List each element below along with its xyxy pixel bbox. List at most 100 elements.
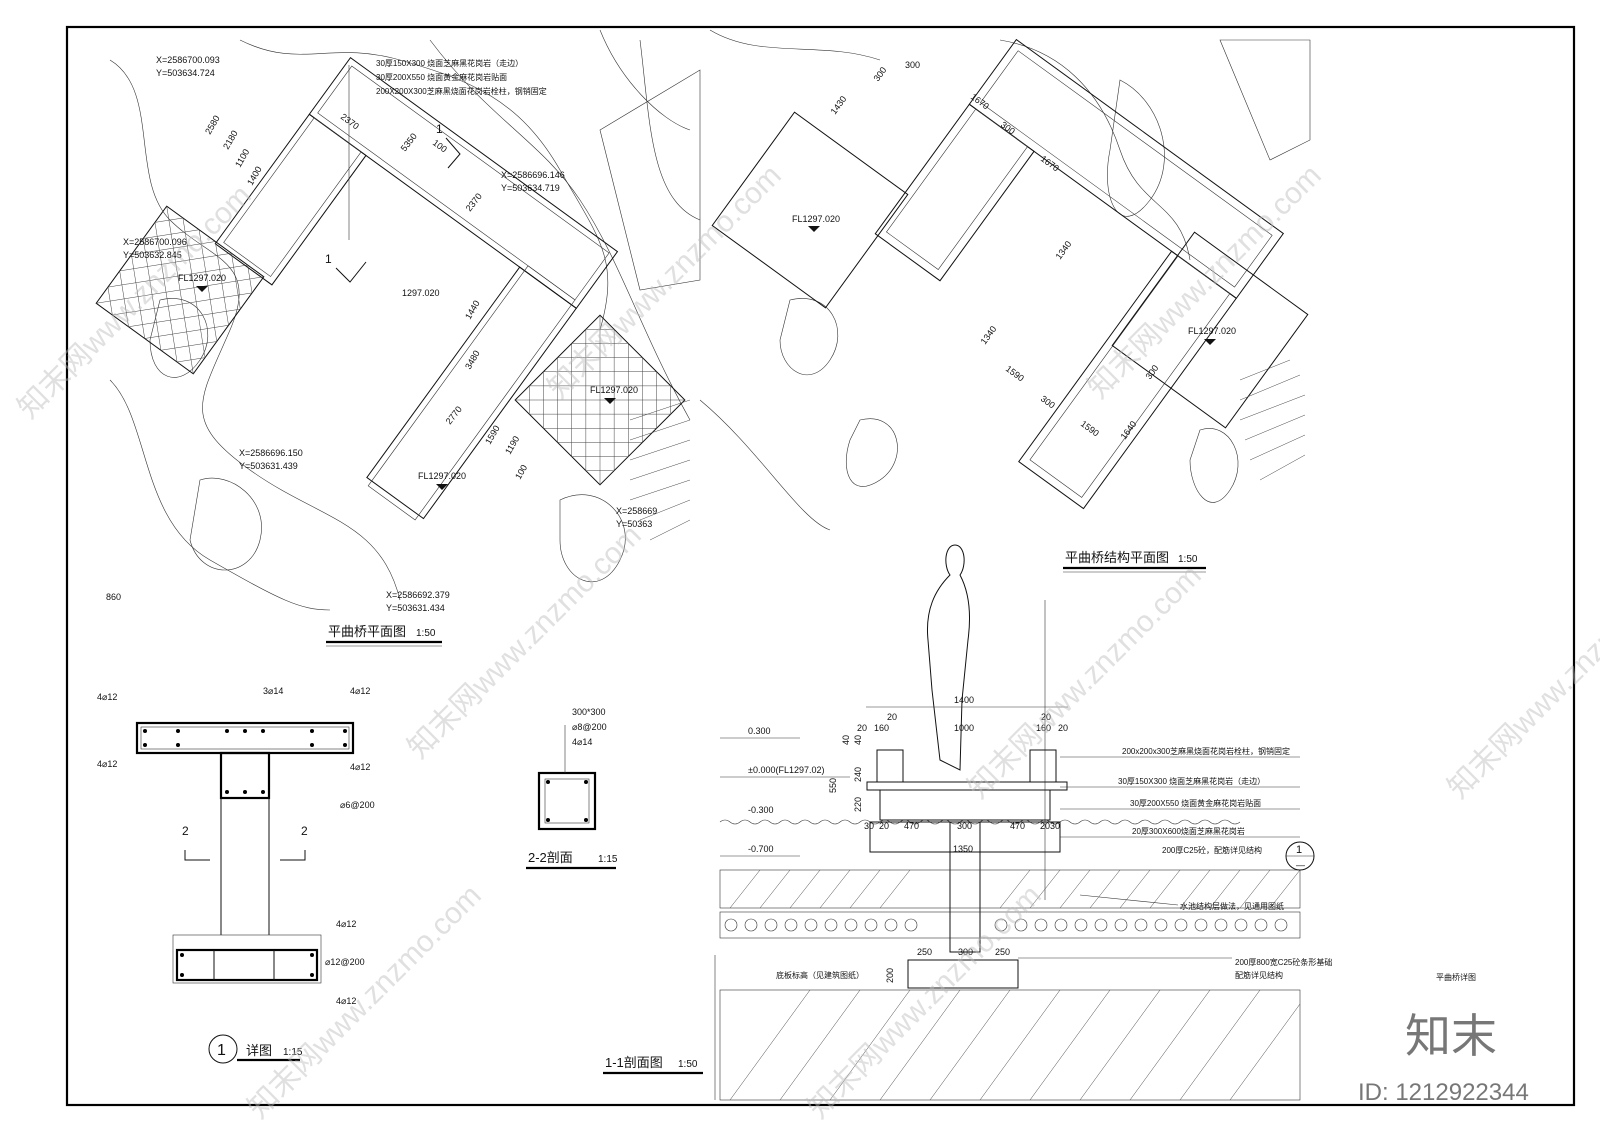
detail-label-0: 4⌀12	[97, 692, 117, 702]
level-marker-icon	[436, 484, 448, 490]
level-marker-icon	[808, 226, 820, 232]
plan-note-1: 30厚200X550 烧面黄金麻花岗岩贴面	[376, 72, 507, 82]
sec11-dim-22: 300	[958, 947, 973, 957]
sec11-dim-13: 30	[864, 821, 874, 831]
watermark-text: 知末网www.znzmo.com	[962, 559, 1208, 805]
struct-dim-0: 300	[872, 65, 889, 83]
plan-level-3: FL1297.020	[418, 471, 466, 481]
plan-dim-5: 5350	[399, 131, 419, 153]
sec11-dim-8: 40	[841, 735, 851, 745]
sec11-dim-0: 1400	[954, 695, 974, 705]
sec11-note-7: 配筋详见结构	[1235, 970, 1283, 980]
detail-cut-right: 2	[301, 824, 308, 838]
sec11-level-3: -0.700	[748, 844, 774, 854]
plan-dim-3: 1400	[245, 165, 264, 187]
plan-dim-7: 2370	[464, 191, 484, 213]
sec11-note-3: 20厚300X600烧面芝麻黑花岗岩	[1132, 826, 1245, 836]
sec11-note-5: 水池结构层做法，见通用图纸	[1180, 901, 1284, 911]
coord-x-3: X=2586696.150	[239, 448, 303, 458]
struct-dim-9: 300	[1039, 394, 1057, 411]
struct-dim-10: 1590	[1079, 419, 1101, 439]
level-marker-icon	[196, 286, 208, 292]
detail-number: 1	[217, 1042, 226, 1059]
plan-dim-4: 2370	[339, 112, 361, 132]
plan-dim-1: 2180	[221, 129, 240, 151]
sec11-note-1: 30厚150X300 烧面芝麻黑花岗岩（走边）	[1118, 776, 1265, 786]
detail-label-5: ⌀6@200	[340, 800, 375, 810]
struct-scale: 1:50	[1178, 554, 1198, 565]
plan-note-0: 30厚150X300 烧面芝麻黑花岗岩（走边）	[376, 58, 523, 68]
sec11-dim-10: 240	[853, 767, 863, 782]
level-marker-icon	[1204, 339, 1216, 345]
watermark-text: 知末网www.znzmo.com	[242, 879, 488, 1125]
detail-1-view: 2 2 4⌀12 3⌀14 4⌀12 4⌀12 4⌀12 ⌀6@200 4⌀12…	[97, 686, 375, 1064]
sec11-note-0: 200x200x300芝麻黑烧面花岗岩栓柱，钢销固定	[1122, 746, 1290, 756]
detail-label-8: 4⌀12	[336, 996, 356, 1006]
struct-dim-8: 1590	[1004, 364, 1026, 384]
coord-y-0: Y=503634.724	[156, 68, 215, 78]
sec11-note-4: 200厚C25砼，配筋详见结构	[1162, 845, 1262, 855]
struct-dim-6: 1340	[1054, 239, 1074, 261]
structure-plan-view: 300 300 1430 1670 300 1670 1340 1340 159…	[599, 29, 1311, 573]
sec11-dim-14: 20	[879, 821, 889, 831]
sec11-level-1: ±0.000(FL1297.02)	[748, 765, 825, 775]
plan-dim-9: 3480	[463, 349, 482, 371]
sec11-level-2: -0.300	[748, 805, 774, 815]
coord-x-5: X=258669	[616, 506, 657, 516]
sec11-scale: 1:50	[678, 1059, 698, 1070]
sec11-dim-12: 550	[828, 778, 838, 793]
plan-dim-6: 100	[431, 138, 449, 155]
plan-level-2: FL1297.020	[590, 385, 638, 395]
plan-dim-14: 860	[106, 592, 121, 602]
plan-dim-12: 1190	[503, 434, 521, 456]
sec11-dim-3: 1000	[954, 723, 974, 733]
sec11-dim-9: 40	[853, 735, 863, 745]
watermark-text: 知末网www.znzmo.com	[1082, 159, 1328, 405]
struct-dim-7: 1340	[979, 324, 999, 346]
watermark-text: 知末网www.znzmo.com	[802, 879, 1048, 1125]
sec11-dim-1: 20	[857, 723, 867, 733]
struct-dim-4: 300	[999, 120, 1017, 137]
sec11-note-8: 底板标高（见建筑图纸）	[776, 970, 864, 980]
image-id: ID: 1212922344	[1358, 1079, 1529, 1106]
sec11-dim-17: 470	[1010, 821, 1025, 831]
sec22-label-2: 4⌀14	[572, 737, 592, 747]
struct-dim-2: 1430	[829, 94, 849, 116]
struct-dim-5: 1670	[1039, 154, 1061, 174]
coord-x-4: X=2586692.379	[386, 590, 450, 600]
sec11-dim-19: 30	[1050, 821, 1060, 831]
watermark-text: 知末网www.znzmo.com	[1442, 559, 1600, 805]
sec11-note-2: 30厚200X550 烧面黄金麻花岗岩贴面	[1130, 798, 1261, 808]
sheet-frame	[65, 25, 1576, 1107]
sec11-level-0: 0.300	[748, 726, 771, 736]
struct-level-0: FL1297.020	[792, 214, 840, 224]
plan-dim-2: 1100	[233, 147, 251, 169]
sec11-title: 1-1剖面图	[605, 1055, 663, 1070]
plan-note-2: 200X200X300芝麻黑烧面花岗岩栓柱，钢销固定	[376, 86, 547, 96]
detail-label-7: ⌀12@200	[325, 957, 365, 967]
sec22-scale: 1:15	[598, 854, 618, 865]
plan-dim-8: 1440	[463, 299, 482, 321]
sec22-title: 2-2剖面	[528, 850, 573, 865]
plan-title: 平曲桥平面图	[328, 624, 406, 639]
plan-view: X=2586700.093 Y=503634.724 X=2586696.146…	[95, 29, 701, 647]
plan-section-mark-top: 1	[436, 122, 443, 136]
watermark-text: 知末网www.znzmo.com	[12, 179, 258, 425]
sec22-label-0: 300*300	[572, 707, 606, 717]
sec11-dim-18: 20	[1040, 821, 1050, 831]
section-2-2-view: 300*300 ⌀8@200 4⌀14 2-2剖面 1:15	[526, 707, 618, 870]
sec11-dim-7: 20	[1041, 712, 1051, 722]
human-figure-icon	[926, 544, 971, 771]
sec11-dim-4: 160	[1036, 723, 1051, 733]
plan-section-mark-bottom: 1	[325, 252, 332, 266]
detail-cut-left: 2	[182, 824, 189, 838]
detail-title: 详图	[246, 1043, 272, 1058]
watermark-text: 知末网www.znzmo.com	[542, 159, 788, 405]
plan-dim-13: 100	[513, 463, 529, 481]
plan-scale: 1:50	[416, 628, 436, 639]
detail-label-2: 4⌀12	[350, 686, 370, 696]
sec11-dim-16: 300	[957, 821, 972, 831]
struct-title: 平曲桥结构平面图	[1065, 550, 1169, 565]
coord-y-4: Y=503631.434	[386, 603, 445, 613]
